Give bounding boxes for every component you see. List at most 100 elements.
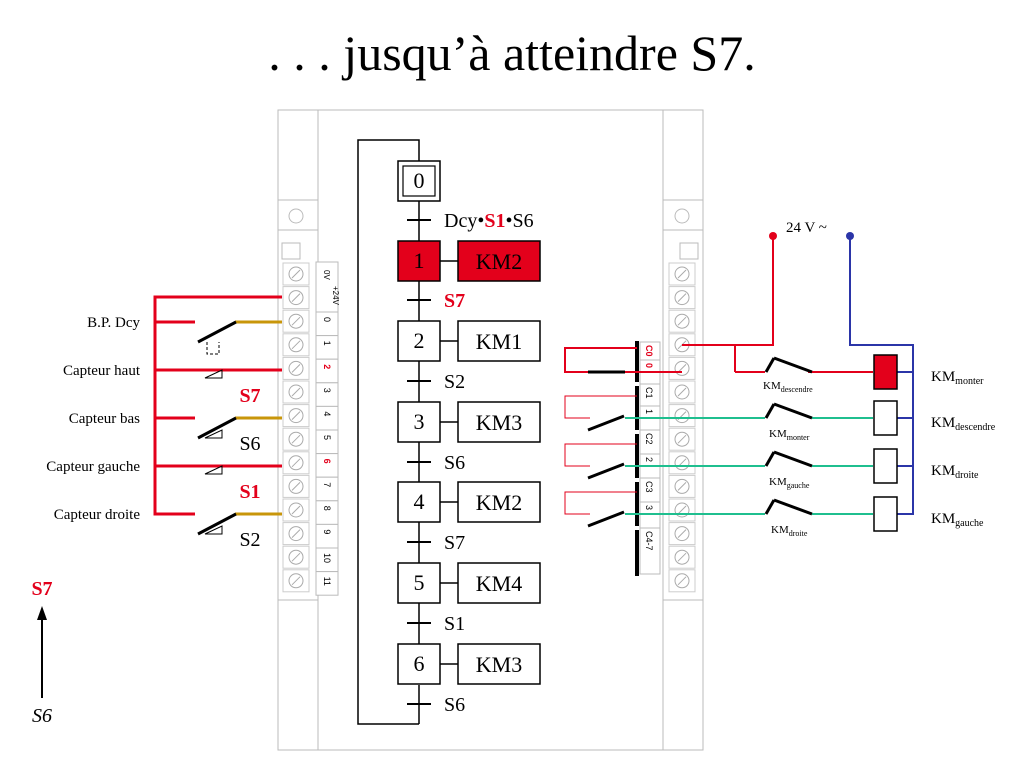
transition-label-6: S6 [444, 694, 465, 716]
screw-icon [288, 337, 304, 353]
input-screw-terminals [282, 262, 310, 593]
screw-icon [674, 290, 690, 306]
loop-return-wire [357, 139, 420, 725]
transition-label-5: S1 [444, 613, 465, 635]
screw-icon [674, 455, 690, 471]
input-number-4: 4 [322, 411, 332, 416]
screw-icon [288, 408, 304, 424]
screw-icon [674, 549, 690, 565]
step-number-4: 4 [414, 489, 425, 514]
terminal-block [668, 262, 696, 286]
screw-icon [674, 526, 690, 542]
terminal-block [282, 309, 310, 333]
screw-slot [677, 269, 687, 279]
sensor-tag-S2: S2 [239, 529, 260, 551]
terminal-block [668, 498, 696, 522]
screw-slot [677, 316, 687, 326]
screw-slot [291, 293, 301, 302]
screw-slot [291, 552, 301, 562]
output-terminal-1: 1 [644, 409, 654, 414]
output-terminal-C3: C3 [644, 481, 654, 493]
interlock-hook [764, 451, 776, 467]
screw-icon [288, 313, 304, 329]
input-number-cell [315, 358, 339, 384]
coil-label-monter: KMmonter [931, 369, 984, 387]
input-number-8: 8 [322, 506, 332, 511]
action-label-5: KM4 [476, 571, 522, 596]
screw-slot [291, 387, 301, 397]
interlock-blade [773, 450, 813, 468]
sensor-tag-S7: S7 [239, 385, 260, 407]
interlock-hook [764, 403, 776, 419]
terminal-block [668, 451, 696, 475]
screw-slot [291, 482, 301, 491]
step-number-2: 2 [414, 328, 425, 353]
input-label-4: Capteur droite [54, 507, 141, 523]
coil-descendre [873, 400, 898, 436]
input-number-2: 2 [322, 364, 332, 369]
common-loop [564, 395, 637, 419]
output-terminal-3: 3 [644, 505, 654, 510]
supply-wire-blue [849, 236, 914, 515]
screw-icon [288, 478, 304, 494]
input-number-cell [315, 571, 339, 596]
action-label-4: KM2 [476, 490, 522, 515]
terminal-block [282, 474, 310, 498]
input-contact-blade [197, 512, 237, 536]
terminal-block [282, 404, 310, 428]
input-number-6: 6 [322, 459, 332, 464]
terminal-block [282, 545, 310, 569]
screw-icon [288, 526, 304, 542]
input-number-11: 11 [322, 577, 332, 586]
screw-icon [288, 266, 304, 282]
input-number-cell [315, 523, 339, 549]
action-box-6 [457, 643, 541, 685]
sensor-roller [204, 525, 223, 535]
terminal-block [282, 262, 310, 286]
mounting-hole-left [288, 208, 304, 224]
coil-droite [873, 448, 898, 484]
transition-label-1: S7 [444, 290, 465, 312]
screw-slot [291, 316, 301, 326]
input-number-0: 0 [322, 317, 332, 322]
input-number-cell [315, 311, 339, 337]
input-label-1: Capteur haut [63, 363, 141, 379]
screw-slot [291, 458, 301, 468]
interlock-blade [773, 402, 813, 420]
terminal-block [668, 356, 696, 380]
output-contact-2 [587, 462, 625, 480]
action-label-6: KM3 [476, 652, 522, 677]
legend-top: S7 [31, 578, 52, 600]
screw-icon [288, 549, 304, 565]
input-label-2: Capteur bas [69, 411, 140, 427]
terminal-block [282, 569, 310, 593]
screw-icon [674, 573, 690, 589]
screw-icon [288, 360, 304, 376]
screw-icon [674, 478, 690, 494]
coil-label-gauche: KMgauche [931, 511, 984, 529]
terminal-block [668, 522, 696, 546]
input-number-cell [315, 382, 339, 407]
interlock-label-droite: KMdroite [771, 524, 808, 538]
header-24v: +24V [331, 286, 340, 306]
screw-slot [291, 505, 301, 515]
output-contact-1 [587, 414, 625, 432]
terminal-block [668, 404, 696, 428]
sensor-roller [204, 429, 223, 439]
transition-0-label: Dcy•S1•S6 [444, 210, 534, 232]
terminal-block [282, 286, 310, 310]
input-number-cell [315, 405, 339, 431]
screw-icon [288, 455, 304, 471]
screw-slot [677, 482, 687, 491]
supply-wire-red [682, 236, 774, 346]
interlock-label-descendre: KMdescendre [763, 380, 813, 394]
interlock-hook [764, 357, 776, 373]
input-contact-blade [197, 320, 237, 344]
transition-legend: S7 S6 [31, 578, 52, 727]
sensor-roller [204, 369, 223, 379]
interlock-hook [764, 499, 776, 515]
terminal-block [282, 522, 310, 546]
terminal-block [282, 333, 310, 357]
screw-icon [288, 384, 304, 400]
